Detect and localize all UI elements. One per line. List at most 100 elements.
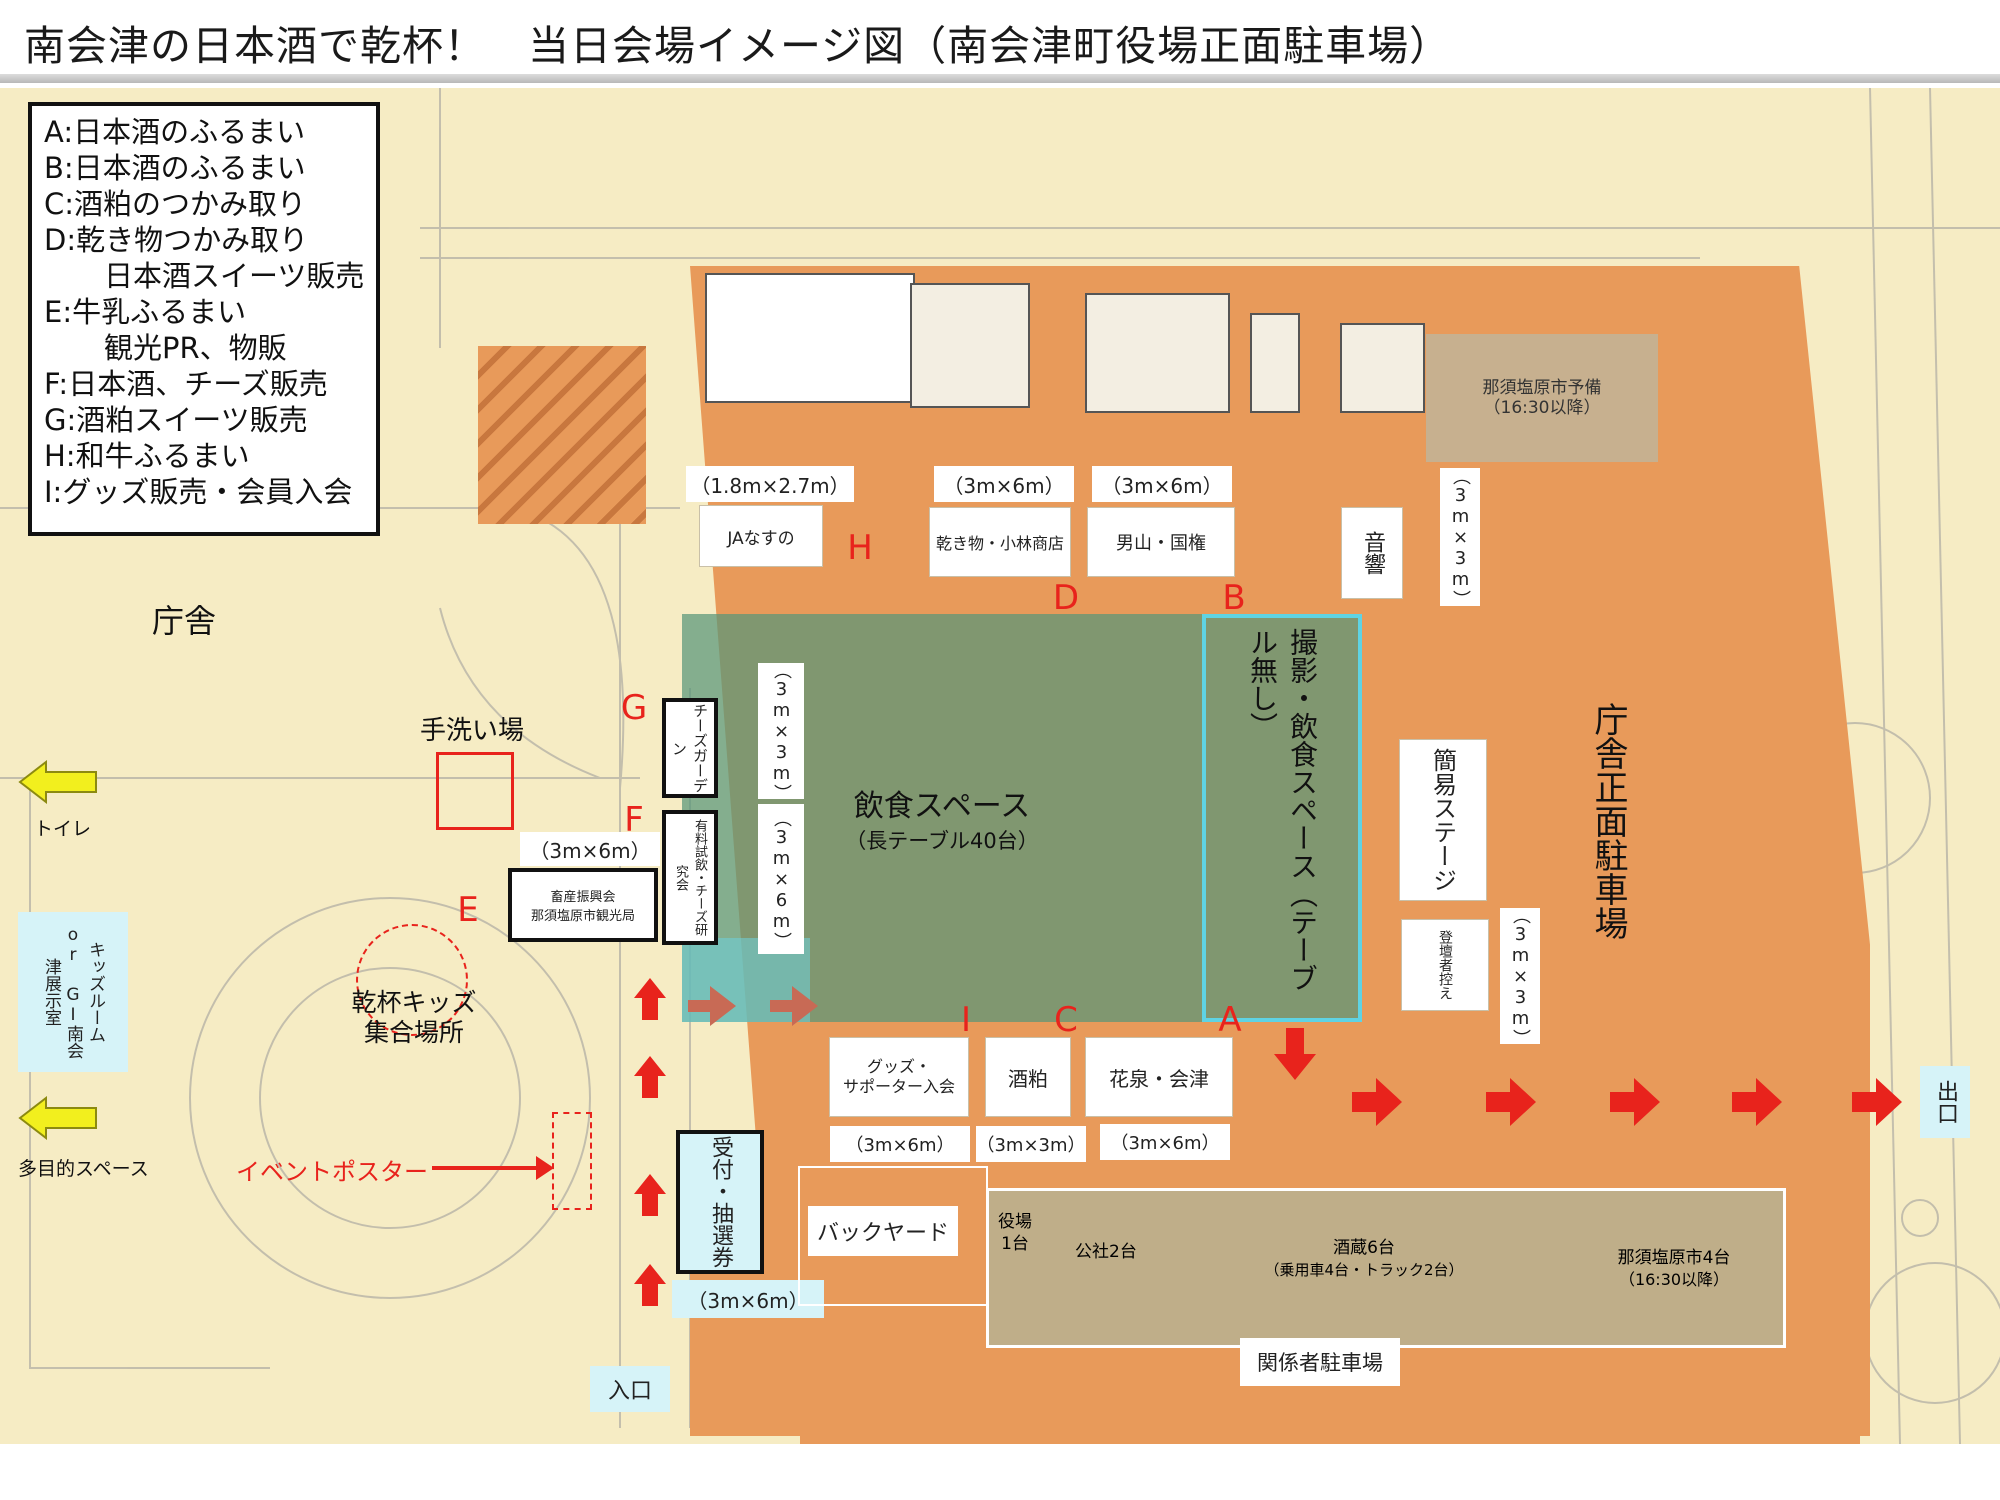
photo-eating-space-label: 撮影・飲食スペース（テーブル無し） xyxy=(1246,628,1319,992)
booth-otokoyama: 男山・国権 xyxy=(1088,508,1234,576)
arrow-right-icon xyxy=(770,986,818,1026)
page-title: 南会津の日本酒で乾杯！ 当日会場イメージ図（南会津町役場正面駐車場） xyxy=(24,22,1452,70)
nasu-reserve-label: 那須塩原市予備（16:30以降） xyxy=(1482,378,1602,418)
building-block xyxy=(705,273,915,403)
event-poster-label: イベントポスター xyxy=(236,1158,428,1186)
legend-item: 日本酒スイーツ販売 xyxy=(104,259,365,293)
simple-stage-label: 簡易ステージ xyxy=(1428,748,1457,892)
legend-item: 観光PR、物販 xyxy=(104,331,287,365)
legend-item: F:日本酒、チーズ販売 xyxy=(44,367,328,401)
booth-ja-size: （1.8m×2.7m） xyxy=(686,466,854,502)
toilet-arrow-icon xyxy=(18,760,97,804)
booth-chikusan: 畜産振興会 那須塩原市観光局 xyxy=(508,868,658,942)
booth-hanaizumi-size: （3m×6m） xyxy=(1100,1124,1230,1160)
arrow-right-icon xyxy=(1486,1078,1536,1126)
main-parking-label: 庁舎正面駐車場 xyxy=(1588,702,1628,940)
booth-cheese-lab-name: 有料試飲・チーズ研究会 xyxy=(673,819,707,936)
parking-sakagura-sub: （乗用車4台・トラック2台） xyxy=(1264,1261,1464,1279)
booth-cheese-garden-name: チーズガーデン xyxy=(670,703,709,793)
building-block xyxy=(910,283,1030,408)
booth-cheese-lab-size-text: （3m×6m） xyxy=(771,808,792,950)
reception-booth-label: 受付・抽選券 xyxy=(708,1136,733,1268)
booth-goods-size: （3m×6m） xyxy=(830,1126,970,1162)
parking-sakagura: 酒蔵6台 （乗用車4台・トラック2台） xyxy=(1239,1237,1489,1281)
multipurpose-label: 多目的スペース xyxy=(18,1158,149,1180)
parking-nasu-name: 那須塩原市4台 xyxy=(1617,1248,1731,1268)
stage-size: （3m×3m） xyxy=(1500,905,1540,1047)
letter-D: D xyxy=(1052,578,1080,618)
kids-room-box: キッズルーム or GI南会津展示室 xyxy=(18,912,128,1072)
arrow-right-icon xyxy=(1352,1078,1402,1126)
legend-item: E:牛乳ふるまい xyxy=(44,295,247,329)
building-label-chosha: 庁舎 xyxy=(152,602,217,640)
letter-A: A xyxy=(1218,1000,1242,1040)
letter-I: I xyxy=(960,1000,972,1040)
letter-B: B xyxy=(1222,578,1246,618)
staff-parking-label: 関係者駐車場 xyxy=(1240,1338,1400,1386)
parking-kousha: 公社2台 xyxy=(1075,1242,1137,1262)
sound-booth-size: （3m×3m） xyxy=(1440,466,1480,608)
booth-chikusan-name1: 畜産振興会 xyxy=(550,890,616,905)
parking-sakagura-name: 酒蔵6台 xyxy=(1333,1238,1395,1258)
kids-room-label: キッズルーム or GI南会津展示室 xyxy=(41,925,105,1059)
booth-hanaizumi: 花泉・会津 xyxy=(1086,1038,1232,1116)
entrance-label: 入口 xyxy=(590,1366,670,1412)
booth-kawakimono-name: 乾き物・小林商店 xyxy=(935,534,1064,553)
parking-yakuba: 役場1台 xyxy=(991,1191,1039,1345)
sound-booth: 音響 xyxy=(1342,508,1402,598)
handwash-box xyxy=(436,752,514,830)
arrow-up-icon xyxy=(634,978,666,1020)
booth-chikusan-size: （3m×6m） xyxy=(520,832,660,866)
booth-hanaizumi-name: 花泉・会津 xyxy=(1109,1066,1209,1091)
event-poster-spot xyxy=(552,1112,592,1210)
booth-kawakimono: 乾き物・小林商店 xyxy=(930,508,1070,576)
speaker-waiting-label: 登壇者控え xyxy=(1437,930,1453,1000)
event-poster-pointer-icon xyxy=(432,1156,554,1180)
booth-goods-name2: サポーター入会 xyxy=(842,1077,955,1096)
arrow-right-icon xyxy=(1852,1078,1902,1126)
kids-gathering-circle xyxy=(356,924,468,1036)
booth-kawakimono-size: （3m×6m） xyxy=(934,466,1074,502)
letter-C: C xyxy=(1054,1000,1078,1040)
booth-cheese-lab-size: （3m×6m） xyxy=(758,804,804,954)
legend-item: I:グッズ販売・会員入会 xyxy=(44,475,353,509)
simple-stage: 簡易ステージ xyxy=(1400,740,1486,900)
arrow-up-icon xyxy=(634,1264,666,1306)
letter-E: E xyxy=(457,890,479,930)
handwash-label: 手洗い場 xyxy=(420,716,525,746)
toilet-label: トイレ xyxy=(34,818,92,840)
booth-otokoyama-name: 男山・国権 xyxy=(1116,533,1206,554)
legend-item: G:酒粕スイーツ販売 xyxy=(44,403,308,437)
booth-sakekasu: 酒粕 xyxy=(986,1038,1070,1116)
booth-ja: JAなすの xyxy=(700,506,822,566)
letter-G: G xyxy=(620,688,648,728)
exit-label-text: 出口 xyxy=(1933,1080,1958,1124)
sound-booth-size-text: （3m×3m） xyxy=(1450,466,1471,608)
booth-ja-name: JAなすの xyxy=(727,528,795,549)
booth-goods: グッズ・ サポーター入会 xyxy=(830,1038,968,1116)
building-block xyxy=(1085,293,1230,413)
letter-F: F xyxy=(624,800,644,840)
arrow-down-icon xyxy=(1274,1028,1316,1080)
multipurpose-arrow-icon xyxy=(18,1096,97,1140)
booth-otokoyama-size: （3m×6m） xyxy=(1092,466,1232,502)
stage-size-text: （3m×3m） xyxy=(1510,905,1531,1047)
booth-cheese-garden-size-text: （3m×3m） xyxy=(771,660,792,802)
letter-H: H xyxy=(847,528,873,568)
arrow-right-icon xyxy=(1610,1078,1660,1126)
sound-booth-label: 音響 xyxy=(1360,531,1385,575)
booth-cheese-garden: チーズガーデン xyxy=(662,698,718,798)
arrow-up-icon xyxy=(634,1056,666,1098)
eating-space-sublabel: （長テーブル40台） xyxy=(845,829,1039,853)
booth-chikusan-name2: 那須塩原市観光局 xyxy=(530,909,635,924)
exit-label: 出口 xyxy=(1920,1066,1970,1138)
legend-item: D:乾き物つかみ取り xyxy=(44,223,309,257)
legend-item: A:日本酒のふるまい xyxy=(44,115,306,149)
arrow-right-icon xyxy=(1732,1078,1782,1126)
booth-cheese-lab: 有料試飲・チーズ研究会 xyxy=(662,810,718,945)
arrow-up-icon xyxy=(634,1174,666,1216)
staff-parking-area: 役場1台 公社2台 酒蔵6台 （乗用車4台・トラック2台） 那須塩原市4台 （1… xyxy=(986,1188,1786,1348)
